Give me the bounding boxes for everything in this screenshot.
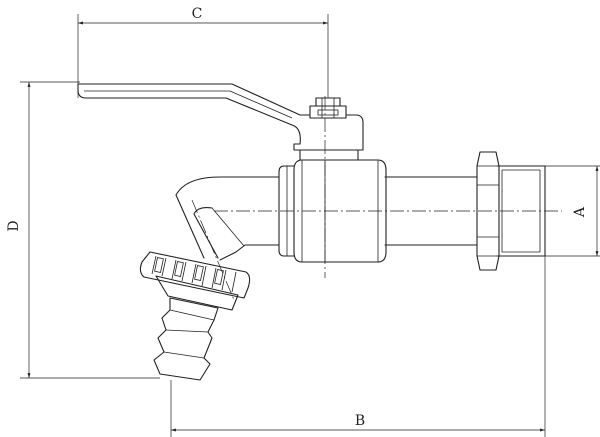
- handle-nut: [309, 97, 347, 119]
- knurl-ridges: [151, 255, 237, 293]
- hose-coupling: [139, 251, 251, 311]
- pipe-neck: [384, 176, 478, 246]
- dimension-a-label: A: [572, 206, 588, 218]
- dimension-d: D: [6, 81, 160, 379]
- dimension-b-label: B: [355, 413, 365, 429]
- hex-nut: [476, 151, 500, 271]
- center-lines: [191, 96, 562, 301]
- spout-elbow: [175, 176, 280, 261]
- dimension-c-label: C: [192, 6, 203, 22]
- dimension-a: A: [545, 165, 600, 257]
- dimension-b: B: [170, 256, 546, 437]
- dimension-d-label: D: [6, 220, 22, 231]
- lever-handle: [77, 83, 364, 151]
- hose-tail: [153, 297, 219, 381]
